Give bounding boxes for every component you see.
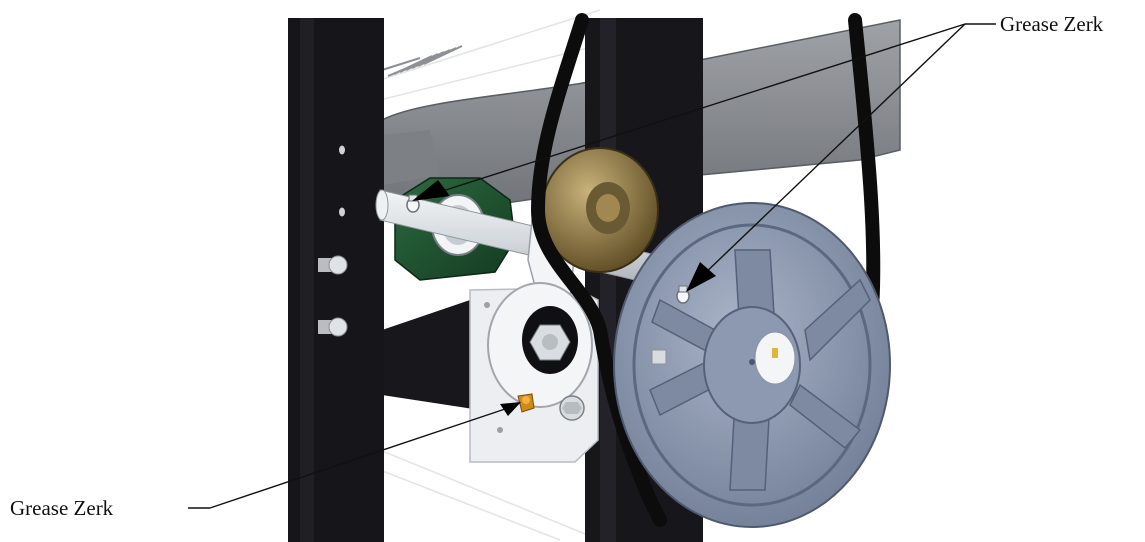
plate-bolt bbox=[559, 395, 585, 421]
grease-zerk-icon bbox=[517, 393, 535, 413]
plate-hole bbox=[484, 302, 490, 308]
callout-leaders bbox=[188, 23, 996, 509]
plate-hole bbox=[497, 427, 503, 433]
shaft-end bbox=[375, 189, 389, 221]
idler-pulley bbox=[541, 147, 659, 273]
grease-zerk-icon bbox=[406, 194, 420, 213]
tension-spring bbox=[381, 45, 463, 77]
tensioner-body bbox=[487, 282, 593, 408]
callout-label-grease-zerk-top: Grease Zerk bbox=[1000, 12, 1104, 36]
grease-zerk-icon bbox=[676, 285, 690, 304]
chassis-end-block bbox=[382, 130, 440, 185]
callout-arrowheads bbox=[412, 180, 716, 416]
frame-bolt bbox=[318, 317, 348, 337]
callout-label-grease-zerk-bottom: Grease Zerk bbox=[10, 496, 114, 520]
pulley-icon bbox=[613, 202, 891, 528]
frame-bolt bbox=[318, 255, 348, 275]
frame-post-center-inner bbox=[600, 18, 616, 542]
frame-hole bbox=[339, 145, 345, 155]
frame-hole bbox=[339, 207, 345, 217]
bearing-bolt bbox=[651, 349, 667, 365]
frame-post-left-inner bbox=[300, 18, 314, 542]
